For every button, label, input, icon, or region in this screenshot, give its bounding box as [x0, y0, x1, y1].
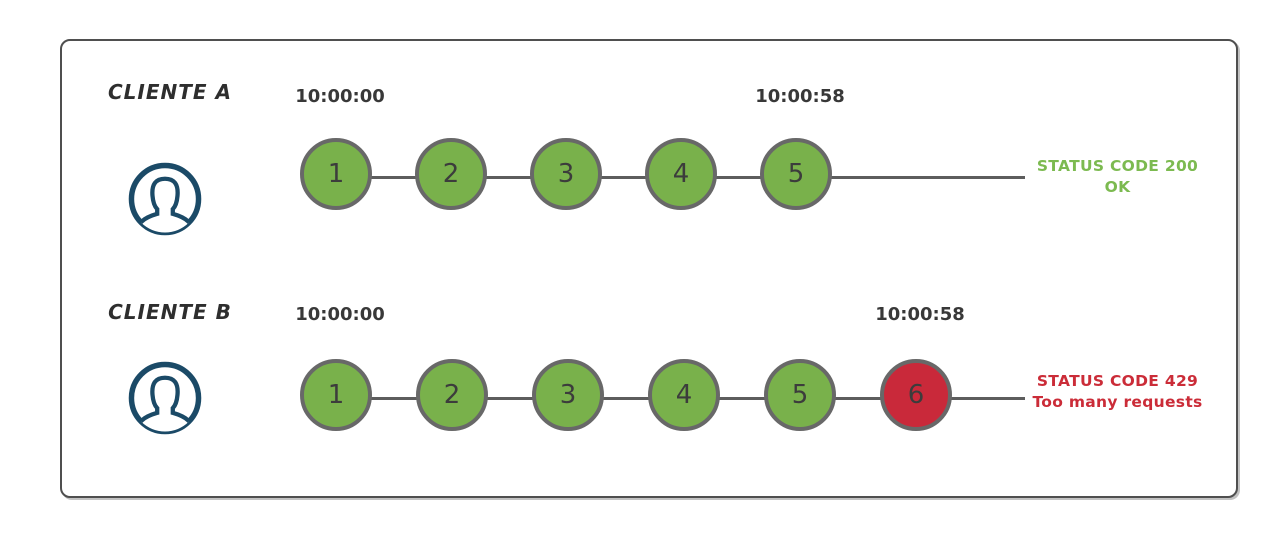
request-circle: 4	[645, 138, 717, 210]
timestamp-end-a: 10:00:58	[755, 86, 845, 107]
status-code-line: STATUS CODE 429	[1036, 372, 1199, 390]
request-circle: 2	[416, 359, 488, 431]
request-circle: 5	[764, 359, 836, 431]
timestamp-start-b: 10:00:00	[295, 304, 385, 325]
request-circle: 1	[300, 359, 372, 431]
client-a-label: CLIENTE A	[107, 80, 232, 104]
request-circle: 3	[530, 138, 602, 210]
client-b-label: CLIENTE B	[108, 300, 232, 324]
status-text-b: STATUS CODE 429 Too many requests	[1020, 371, 1215, 413]
request-circle: 5	[760, 138, 832, 210]
request-circle: 4	[648, 359, 720, 431]
request-circle: 1	[300, 138, 372, 210]
request-circle: 2	[415, 138, 487, 210]
status-text-a: STATUS CODE 200 OK	[1020, 156, 1215, 198]
user-avatar-icon	[128, 361, 202, 435]
status-message-line: Too many requests	[1032, 392, 1203, 411]
request-circle-rate-limited: 6	[880, 359, 952, 431]
user-avatar-icon	[128, 162, 202, 236]
timestamp-end-b: 10:00:58	[875, 304, 965, 325]
timestamp-start-a: 10:00:00	[295, 86, 385, 107]
diagram-frame	[60, 39, 1238, 498]
request-circle: 3	[532, 359, 604, 431]
status-message-line: OK	[1104, 177, 1131, 196]
status-code-line: STATUS CODE 200	[1036, 157, 1199, 175]
